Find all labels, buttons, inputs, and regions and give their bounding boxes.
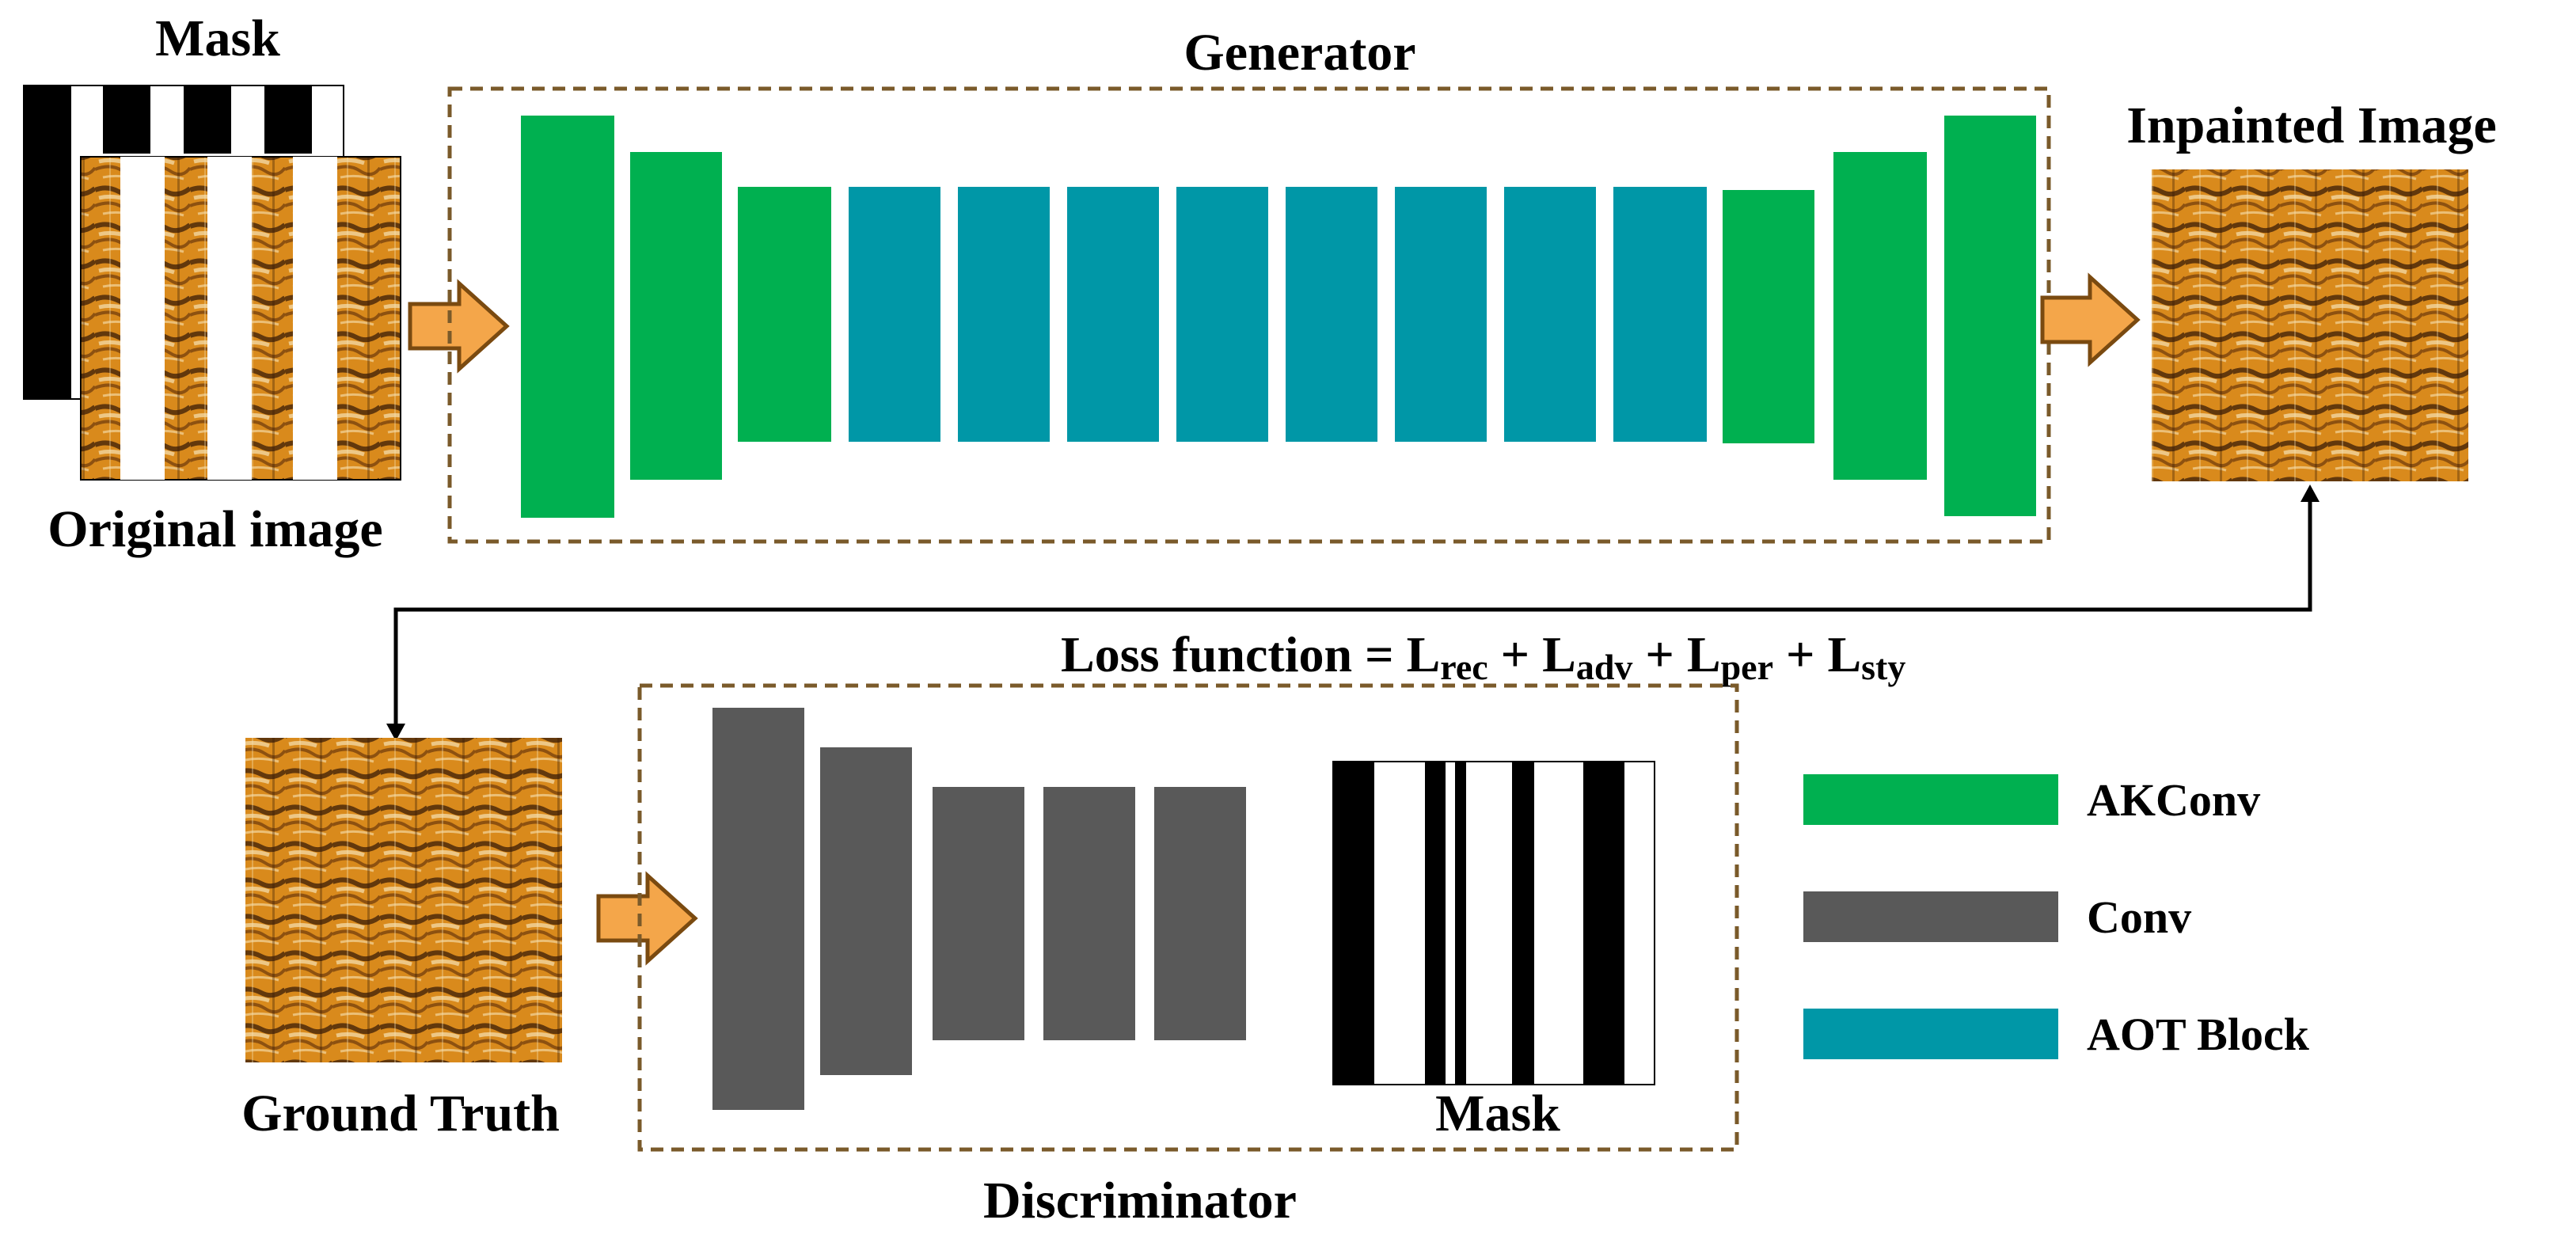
discriminator-mask-image bbox=[1332, 761, 1655, 1085]
inpainted-image-label: Inpainted Image bbox=[2126, 97, 2497, 154]
arrow-generator-to-output bbox=[2040, 272, 2141, 367]
generator-layer-akconv bbox=[630, 152, 722, 480]
generator-layer-akconv bbox=[1723, 190, 1814, 443]
discriminator-layer-conv bbox=[1043, 787, 1135, 1040]
generator-box bbox=[447, 86, 2051, 544]
generator-layer-aot bbox=[1395, 187, 1487, 442]
legend-swatch-aot-block bbox=[1803, 1009, 2058, 1059]
generator-layers bbox=[521, 116, 2036, 518]
discriminator-layer-conv bbox=[820, 747, 912, 1075]
legend: AKConv Conv AOT Block bbox=[1803, 774, 2310, 1060]
ground-truth-label: Ground Truth bbox=[241, 1085, 560, 1142]
arrow-groundtruth-to-discriminator bbox=[596, 871, 698, 966]
generator-layer-aot bbox=[1286, 187, 1377, 442]
original-image-label: Original image bbox=[47, 500, 382, 558]
original-image bbox=[80, 156, 401, 481]
generator-layer-akconv bbox=[1833, 152, 1927, 480]
generator-layer-aot bbox=[958, 187, 1050, 442]
generator-layer-aot bbox=[849, 187, 940, 442]
discriminator-layer-conv bbox=[1154, 787, 1246, 1040]
discriminator-layers bbox=[712, 708, 1246, 1110]
legend-label-akconv: AKConv bbox=[2087, 774, 2260, 826]
generator-layer-akconv bbox=[1944, 116, 2036, 516]
feedback-connector bbox=[386, 484, 2320, 741]
discriminator-box bbox=[637, 683, 1739, 1152]
generator-layer-aot bbox=[1613, 187, 1707, 442]
inpainted-image bbox=[2152, 169, 2468, 481]
loss-function: Loss function = Lrec + Ladv + Lper + Lst… bbox=[1061, 626, 1905, 687]
generator-label: Generator bbox=[1184, 24, 1415, 82]
legend-label-aot-block: AOT Block bbox=[2087, 1009, 2310, 1060]
discriminator-label: Discriminator bbox=[983, 1172, 1297, 1229]
legend-swatch-conv bbox=[1803, 891, 2058, 942]
generator-layer-akconv bbox=[521, 116, 614, 518]
legend-label-conv: Conv bbox=[2087, 891, 2191, 943]
mask-top-label: Mask bbox=[155, 10, 280, 67]
generator-layer-aot bbox=[1504, 187, 1596, 442]
mask-bottom-label: Mask bbox=[1435, 1085, 1560, 1142]
arrow-input-to-generator bbox=[408, 279, 510, 374]
discriminator-layer-conv bbox=[933, 787, 1024, 1040]
ground-truth-image bbox=[245, 738, 562, 1062]
generator-layer-aot bbox=[1176, 187, 1268, 442]
generator-layer-aot bbox=[1067, 187, 1159, 442]
generator-layer-akconv bbox=[738, 187, 831, 442]
legend-swatch-akconv bbox=[1803, 774, 2058, 825]
discriminator-layer-conv bbox=[712, 708, 804, 1110]
